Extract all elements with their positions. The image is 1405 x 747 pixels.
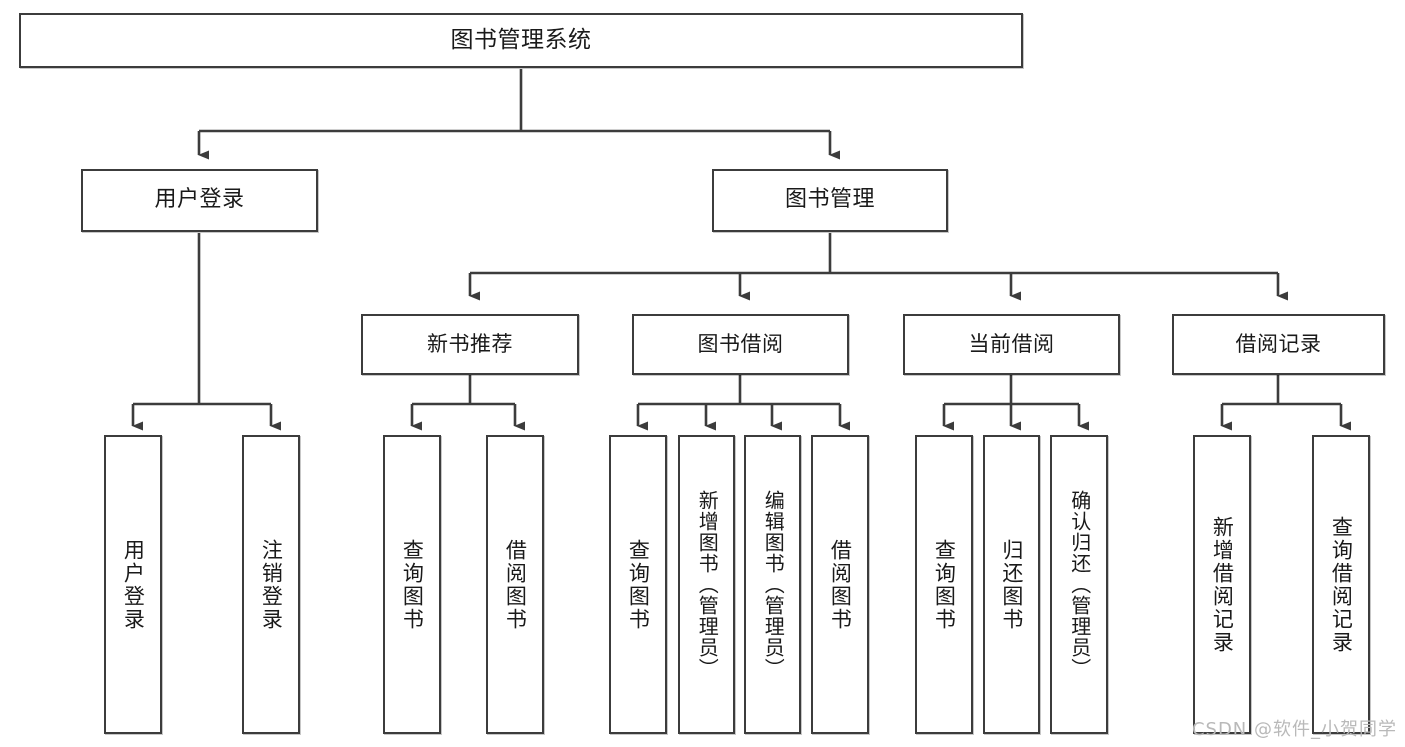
- node-label: 用户登录: [154, 187, 245, 213]
- leaf-add-borrow-record[interactable]: 新增借阅记录: [1193, 435, 1251, 734]
- node-label: 图书借阅: [697, 331, 784, 356]
- leaf-borrow-book-recommend[interactable]: 借阅图书: [486, 435, 544, 734]
- leaf-edit-book-admin[interactable]: 编辑图书（管理员）: [744, 435, 801, 734]
- watermark-text: CSDN @软件_小贺同学: [1191, 719, 1397, 740]
- node-user-login[interactable]: 用户登录: [81, 169, 318, 232]
- node-label: 借阅图书: [828, 538, 853, 631]
- node-root-system[interactable]: 图书管理系统: [19, 13, 1023, 68]
- node-new-book-recommend[interactable]: 新书推荐: [361, 314, 579, 375]
- leaf-query-book-borrow[interactable]: 查询图书: [609, 435, 667, 734]
- node-label: 新增图书（管理员）: [695, 490, 720, 679]
- node-label: 注销登录: [259, 538, 284, 631]
- leaf-query-book-current[interactable]: 查询图书: [915, 435, 973, 734]
- leaf-query-book-recommend[interactable]: 查询图书: [383, 435, 441, 734]
- node-current-borrow[interactable]: 当前借阅: [903, 314, 1120, 375]
- node-label: 借阅记录: [1235, 331, 1322, 356]
- node-label: 确认归还（管理员）: [1067, 490, 1092, 679]
- leaf-add-book-admin[interactable]: 新增图书（管理员）: [678, 435, 735, 734]
- node-label: 用户登录: [121, 538, 146, 631]
- node-label: 编辑图书（管理员）: [761, 490, 786, 679]
- node-label: 新增借阅记录: [1210, 515, 1235, 654]
- leaf-return-book[interactable]: 归还图书: [983, 435, 1040, 734]
- leaf-query-borrow-record[interactable]: 查询借阅记录: [1312, 435, 1370, 734]
- leaf-confirm-return-admin[interactable]: 确认归还（管理员）: [1050, 435, 1108, 734]
- node-label: 查询图书: [626, 538, 651, 631]
- node-label: 新书推荐: [427, 331, 513, 356]
- node-borrow-record[interactable]: 借阅记录: [1172, 314, 1385, 375]
- node-label: 查询图书: [932, 538, 957, 631]
- node-book-borrow[interactable]: 图书借阅: [632, 314, 849, 375]
- node-label: 图书管理: [784, 187, 875, 213]
- node-label: 归还图书: [999, 538, 1024, 631]
- node-label: 当前借阅: [968, 331, 1055, 356]
- node-book-management[interactable]: 图书管理: [712, 169, 948, 232]
- node-label: 查询借阅记录: [1329, 515, 1354, 654]
- leaf-logout[interactable]: 注销登录: [242, 435, 300, 734]
- leaf-borrow-book[interactable]: 借阅图书: [811, 435, 869, 734]
- node-label: 图书管理系统: [450, 26, 592, 53]
- node-label: 借阅图书: [503, 538, 528, 631]
- leaf-user-login[interactable]: 用户登录: [104, 435, 162, 734]
- node-label: 查询图书: [400, 538, 425, 631]
